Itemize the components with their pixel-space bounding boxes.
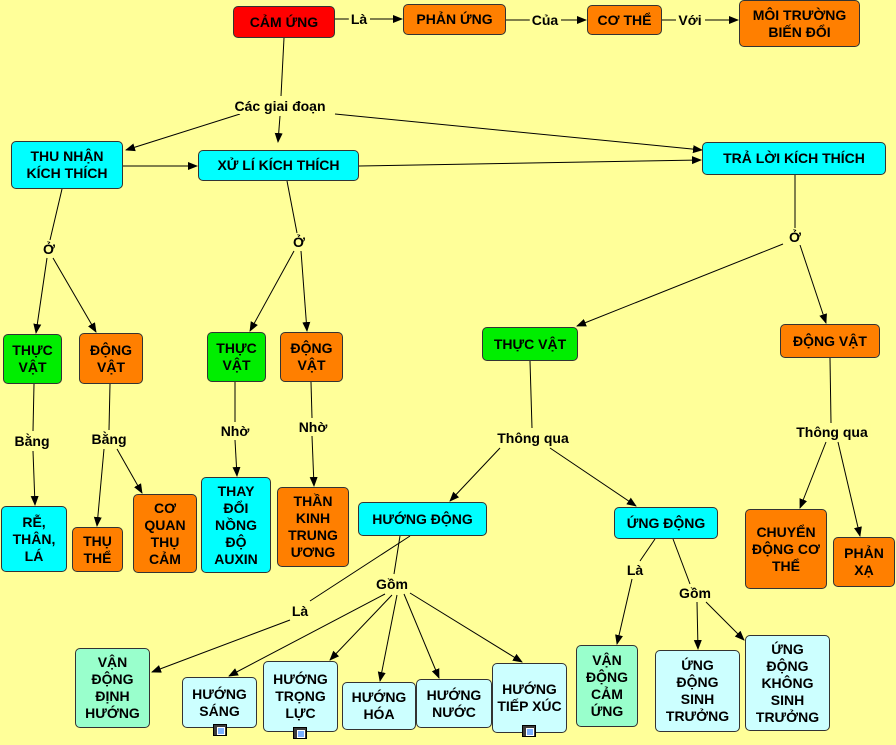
node-xu-li[interactable]: XỬ LÍ KÍCH THÍCH bbox=[198, 150, 359, 181]
connector-line bbox=[393, 535, 401, 575]
link-label-nho: Nhờ bbox=[218, 423, 252, 439]
link-label-gom: Gồm bbox=[374, 576, 410, 592]
node-huong-tiep-xuc[interactable]: HƯỚNG TIẾP XÚC bbox=[492, 663, 567, 733]
connector-arrow bbox=[615, 578, 633, 645]
film-icon[interactable] bbox=[522, 725, 536, 737]
node-thu-nhan[interactable]: THU NHẬN KÍCH THÍCH bbox=[11, 141, 123, 189]
node-re-than-la[interactable]: RỄ, THÂN, LÁ bbox=[1, 506, 67, 572]
connector-arrow bbox=[309, 435, 318, 487]
connector-arrow bbox=[52, 257, 97, 333]
node-moi-truong[interactable]: MÔI TRƯỜNG BIẾN ĐỔI bbox=[739, 0, 860, 47]
node-ung-dong-sinh-truong[interactable]: ỨNG ĐỘNG SINH TRƯỞNG bbox=[655, 650, 740, 732]
connector-arrow bbox=[799, 244, 827, 324]
node-phan-xa[interactable]: PHẢN XẠ bbox=[833, 537, 895, 587]
link-label-gom: Gồm bbox=[677, 585, 713, 601]
connector-arrow bbox=[249, 250, 295, 332]
connector-arrow bbox=[30, 450, 39, 506]
connector-arrow bbox=[358, 156, 702, 167]
node-co-the[interactable]: CƠ THỂ bbox=[587, 5, 662, 35]
connector-arrow bbox=[837, 441, 862, 537]
connector-line bbox=[286, 180, 298, 234]
link-label-o: Ở bbox=[41, 241, 57, 257]
connector-arrow bbox=[705, 601, 745, 641]
connector-line bbox=[829, 357, 832, 424]
node-thay-doi-auxin[interactable]: THAY ĐỔI NỒNG ĐỘ AUXIN bbox=[201, 477, 271, 573]
connector-arrow bbox=[409, 592, 523, 663]
connector-line bbox=[32, 383, 35, 432]
node-huong-trong-luc[interactable]: HƯỚNG TRỌNG LỰC bbox=[263, 661, 338, 732]
connector-line bbox=[310, 381, 313, 419]
connector-line bbox=[639, 538, 656, 562]
connector-arrow bbox=[33, 257, 48, 334]
connector-arrow bbox=[116, 448, 143, 494]
node-thuc-vat-2[interactable]: THỰC VẬT bbox=[207, 332, 266, 382]
node-huong-sang[interactable]: HƯỚNG SÁNG bbox=[182, 677, 257, 728]
link-label-la: Là bbox=[348, 11, 370, 27]
link-label-voi: Với bbox=[676, 12, 704, 28]
connector-line bbox=[49, 188, 63, 241]
link-label-o: Ở bbox=[291, 234, 307, 250]
connector-arrow bbox=[576, 243, 784, 327]
connector-arrow bbox=[274, 115, 283, 143]
node-van-dong-cam-ung[interactable]: VẬN ĐỘNG CẢM ỨNG bbox=[576, 645, 638, 727]
node-tra-loi[interactable]: TRẢ LỜI KÍCH THÍCH bbox=[702, 142, 886, 175]
connector-arrow bbox=[334, 113, 703, 154]
node-than-kinh[interactable]: THẦN KINH TRUNG ƯƠNG bbox=[277, 487, 349, 567]
connector-arrow bbox=[151, 619, 291, 673]
connector-arrow bbox=[377, 594, 398, 682]
node-cam-ung[interactable]: CẢM ỨNG bbox=[233, 6, 335, 38]
link-label-la: Là bbox=[289, 603, 311, 619]
connector-line bbox=[280, 37, 285, 97]
connector-arrow bbox=[125, 113, 241, 152]
node-dong-vat-3[interactable]: ĐỘNG VẬT bbox=[780, 324, 880, 358]
node-thuc-vat-3[interactable]: THỰC VẬT bbox=[482, 327, 578, 361]
node-thuc-vat-1[interactable]: THỰC VẬT bbox=[3, 334, 62, 384]
connector-arrow bbox=[232, 439, 241, 477]
link-label-bang: Bằng bbox=[12, 433, 52, 449]
connector-arrow bbox=[228, 593, 386, 677]
connector-line bbox=[309, 535, 411, 602]
connector-line bbox=[108, 383, 111, 431]
link-label-la: Là bbox=[624, 562, 646, 578]
link-label-nho: Nhờ bbox=[296, 419, 330, 435]
node-huong-nuoc[interactable]: HƯỚNG NƯỚC bbox=[416, 679, 492, 728]
link-label-cua: Của bbox=[529, 12, 561, 28]
node-huong-hoa[interactable]: HƯỚNG HÓA bbox=[342, 682, 416, 730]
connector-line bbox=[529, 360, 533, 429]
connector-line bbox=[672, 538, 691, 585]
link-label-cac-giai-doan: Các giai đoạn bbox=[232, 98, 328, 114]
connector-arrow bbox=[329, 594, 393, 661]
node-chuyen-dong-co-the[interactable]: CHUYỂN ĐỘNG CƠ THỂ bbox=[745, 509, 827, 589]
link-label-thong-qua: Thông qua bbox=[794, 424, 870, 440]
node-dong-vat-2[interactable]: ĐỘNG VẬT bbox=[280, 332, 343, 382]
link-label-thong-qua: Thông qua bbox=[495, 430, 571, 446]
film-icon[interactable] bbox=[213, 724, 227, 736]
film-icon[interactable] bbox=[293, 727, 307, 739]
link-label-bang: Bằng bbox=[89, 431, 129, 447]
node-phan-ung[interactable]: PHẢN ỨNG bbox=[403, 4, 506, 35]
node-van-dong-dinh-huong[interactable]: VẬN ĐỘNG ĐỊNH HƯỚNG bbox=[75, 648, 150, 728]
connector-arrow bbox=[93, 448, 105, 527]
node-thu-the[interactable]: THỤ THỂ bbox=[72, 527, 123, 572]
connector-arrow bbox=[300, 250, 311, 332]
connector-arrow bbox=[693, 601, 702, 650]
node-ung-dong[interactable]: ỨNG ĐỘNG bbox=[614, 507, 718, 539]
node-ung-dong-khong-sinh-truong[interactable]: ỨNG ĐỘNG KHÔNG SINH TRƯỞNG bbox=[745, 635, 830, 731]
node-dong-vat-1[interactable]: ĐỘNG VẬT bbox=[79, 333, 143, 384]
node-co-quan-thu-cam[interactable]: CƠ QUAN THỤ CẢM bbox=[133, 494, 197, 573]
node-huong-dong[interactable]: HƯỚNG ĐỘNG bbox=[358, 502, 487, 536]
connector-arrow bbox=[799, 441, 827, 509]
connector-arrow bbox=[549, 447, 637, 507]
connector-arrow bbox=[449, 447, 501, 502]
connector-arrow bbox=[403, 593, 440, 679]
link-label-o: Ở bbox=[787, 229, 803, 245]
